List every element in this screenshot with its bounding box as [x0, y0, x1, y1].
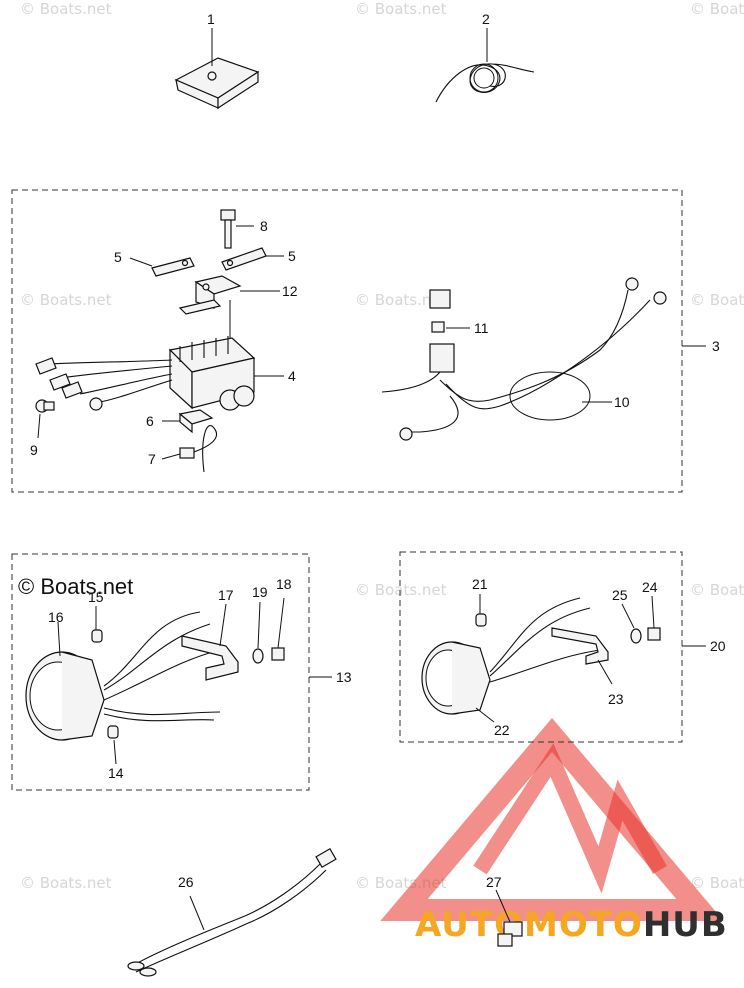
callout-9: 9 — [30, 442, 38, 458]
part-7-tie — [161, 425, 218, 473]
part-15-bulb — [91, 606, 103, 643]
callout-5b: 5 — [288, 248, 296, 264]
watermark: © Boats.net — [20, 874, 112, 892]
watermark: © Boats.net — [355, 291, 447, 309]
callout-18: 18 — [276, 576, 292, 592]
part-11-relay — [429, 289, 470, 333]
logo-mountains — [473, 743, 667, 894]
part-12-bracket — [178, 275, 280, 315]
callout-25: 25 — [612, 587, 628, 603]
part-19-washer — [252, 601, 264, 664]
callout-2: 2 — [482, 11, 490, 27]
callout-23: 23 — [608, 691, 624, 707]
callout-27: 27 — [486, 874, 502, 890]
callout-labels: 1 2 3 4 5 5 6 7 8 9 10 11 12 13 14 15 16… — [30, 11, 726, 890]
part-14-bulb — [107, 725, 119, 765]
callout-21: 21 — [472, 576, 488, 592]
brand-moto: MOTO — [524, 905, 643, 945]
callout-19: 19 — [252, 584, 268, 600]
callout-5: 5 — [114, 249, 122, 265]
part-17-bracket — [181, 603, 239, 681]
brand-hub: HUB — [643, 905, 728, 945]
callout-24: 24 — [642, 579, 658, 595]
part-16-gauge — [25, 611, 221, 741]
part-6-grommet — [162, 409, 214, 434]
watermark: © Boats.net — [355, 0, 447, 18]
callout-8: 8 — [260, 218, 268, 234]
group-box-3 — [11, 189, 683, 493]
part-18-nut — [271, 597, 285, 661]
watermark: © Boats.net — [690, 581, 744, 599]
callout-11: 11 — [474, 320, 489, 336]
callout-10: 10 — [614, 394, 630, 410]
group-box-13 — [11, 553, 310, 791]
watermark: © Boats.net — [355, 581, 447, 599]
part-2-coil — [435, 28, 535, 103]
part-26-harness — [127, 847, 337, 977]
watermark: © Boats.net — [690, 874, 744, 892]
callout-16: 16 — [48, 609, 64, 625]
callout-14: 14 — [108, 765, 124, 781]
part-27-sensor — [495, 889, 523, 947]
watermark-main: © Boats.net — [18, 574, 133, 599]
callout-26: 26 — [178, 874, 194, 890]
callout-6: 6 — [146, 413, 154, 429]
part-10-harness — [381, 277, 667, 441]
callout-20: 20 — [710, 638, 726, 654]
group-box-20 — [399, 551, 683, 743]
callout-22: 22 — [494, 722, 510, 738]
callout-15: 15 — [88, 589, 104, 605]
callout-3: 3 — [712, 338, 720, 354]
watermark: © Boats.net — [20, 291, 112, 309]
watermarks: © Boats.net © Boats.net © Boats.net © Bo… — [20, 0, 744, 892]
part-1-pad — [174, 28, 260, 110]
part-23-bracket — [551, 627, 613, 685]
brand-logo: AUTOMOTOHUB — [380, 717, 728, 945]
watermark: © Boats.net — [690, 0, 744, 18]
watermark: © Boats.net — [20, 0, 112, 18]
part-8-bolt — [220, 209, 254, 249]
callout-12: 12 — [282, 283, 298, 299]
watermark: © Boats.net — [690, 291, 744, 309]
callout-4: 4 — [288, 368, 296, 384]
part-21-bulb — [475, 594, 487, 627]
callout-1: 1 — [207, 11, 215, 27]
part-24-nut — [647, 595, 661, 641]
part-5-plates — [129, 247, 284, 277]
part-9-cap — [35, 399, 55, 439]
part-4-rectifier — [35, 300, 284, 411]
part-22-gauge — [421, 597, 601, 723]
callout-7: 7 — [148, 451, 156, 467]
callout-13: 13 — [336, 669, 352, 685]
callout-17: 17 — [218, 587, 234, 603]
part-25-washer — [621, 603, 642, 644]
brand-text: AUTOMOTOHUB — [415, 905, 728, 945]
